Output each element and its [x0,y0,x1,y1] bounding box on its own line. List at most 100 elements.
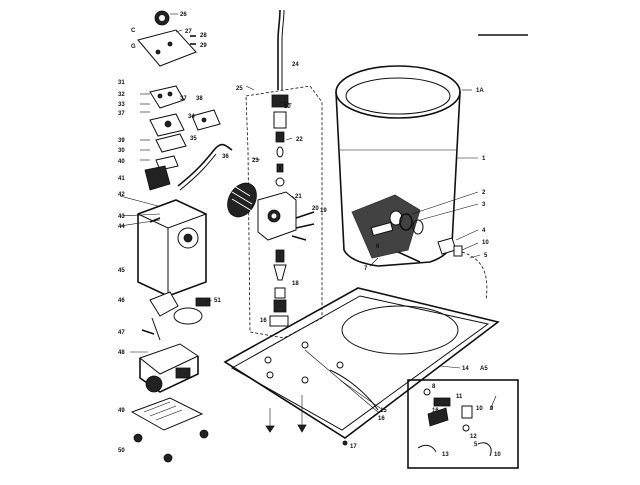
motor-and-feet [130,291,211,463]
label-1: 1 [482,156,486,162]
base-bolt-5 [336,361,344,369]
label-10: 10 [284,104,291,110]
label-32: 32 [118,92,125,98]
label-27: 27 [185,29,192,35]
label-50: 50 [118,448,125,454]
base-bolt-2 [266,371,274,379]
motor-end-bell [145,375,163,393]
pump-port-bore [271,213,277,219]
label-34: 34 [188,114,195,120]
power-cord-2 [179,153,217,191]
label-14: 14 [462,366,469,372]
base-foot [297,424,307,433]
inset-label-13: 13 [442,452,449,458]
label-45: 45 [118,268,125,274]
pump-screw-1 [295,211,315,219]
tank-drain-tube [397,251,421,263]
label-43: 43 [118,214,125,220]
label-25: 25 [236,86,243,92]
tank-outlet-plate [370,221,394,237]
plate-screw-2 [155,49,161,55]
valve-seat [276,163,284,173]
pump-screw-2 [295,223,315,229]
label-26: 26 [180,12,187,18]
label-39: 39 [118,138,125,144]
label-16: 16 [260,318,267,324]
detail-part-12 [462,424,470,432]
label-37-right: 37 [180,96,187,102]
fan-grille-slot-2 [231,198,253,212]
supply-tube [277,9,281,90]
cord-46 [151,317,161,341]
motor-round-cover [177,227,199,249]
outlet-hose-path [461,251,488,301]
bracket-plate [149,85,185,109]
inset-label-9: 9 [490,406,494,412]
detail-tag: A5 [480,366,488,372]
label-17: 17 [350,444,357,450]
inset-label-10: 10 [476,406,483,412]
switch-bracket [144,85,221,191]
label-47: 47 [118,330,125,336]
outlet-ring [412,219,424,235]
lower-valve-cone [273,264,287,281]
label-19: 19 [320,208,327,214]
inset-label-5: 5 [474,442,478,448]
detail-part-13 [417,444,437,453]
label-7: 7 [364,266,368,272]
label-44: 44 [118,224,125,230]
bracket-hole-2 [167,91,173,97]
detail-inset-frame [407,379,519,469]
valve-cap [271,94,289,108]
label-38: 38 [196,96,203,102]
inset-label-16: 16 [432,408,439,414]
plate-vent-3 [155,409,183,421]
label-42: 42 [118,192,125,198]
motor-terminal [175,367,191,379]
label-2: 2 [482,190,486,196]
tank-outlet-port [389,210,403,226]
label-35: 35 [190,136,197,142]
tank-rim [335,65,461,119]
motor-shaft [183,233,193,243]
label-23: 23 [252,158,259,164]
inset-label-11: 11 [456,394,463,400]
base-plate-recess [341,305,459,355]
label-40: 40 [118,159,125,165]
leader-lines [119,13,481,413]
terminal-hole [201,117,207,123]
label-5: 5 [484,253,488,259]
label-29: 29 [200,43,207,49]
label-10-right: 10 [482,240,489,246]
motor-mount [149,291,179,317]
fan-grille-slot-3 [233,185,251,197]
base-plate-outline [223,287,500,439]
label-51: 51 [214,298,221,304]
label-g: G [131,44,136,50]
label-21: 21 [295,194,302,200]
valve-spring [275,131,285,143]
mount-plate [155,133,187,153]
label-4: 4 [482,228,486,234]
base-screw [342,440,348,446]
valve-oring [275,177,285,187]
outlet-gasket [399,213,413,231]
cover-plate-outline [137,29,197,67]
label-3: 3 [482,202,486,208]
detail-hose [477,442,492,457]
outlet-coupling [453,245,463,257]
tank-lid [345,77,451,115]
lower-valve-seat [275,249,285,263]
detail-leader-9 [489,395,497,411]
foot-3 [199,429,209,439]
supply-tube-inner [281,9,285,90]
inset-label-12: 12 [470,434,477,440]
label-16-base: 16 [378,416,385,422]
label-37: 37 [118,111,125,117]
label-c: C [131,28,136,34]
base-bolt-3 [301,341,309,349]
label-30: 30 [118,148,125,154]
bottom-plate [130,397,204,431]
pump-assembly-frame [245,85,323,339]
